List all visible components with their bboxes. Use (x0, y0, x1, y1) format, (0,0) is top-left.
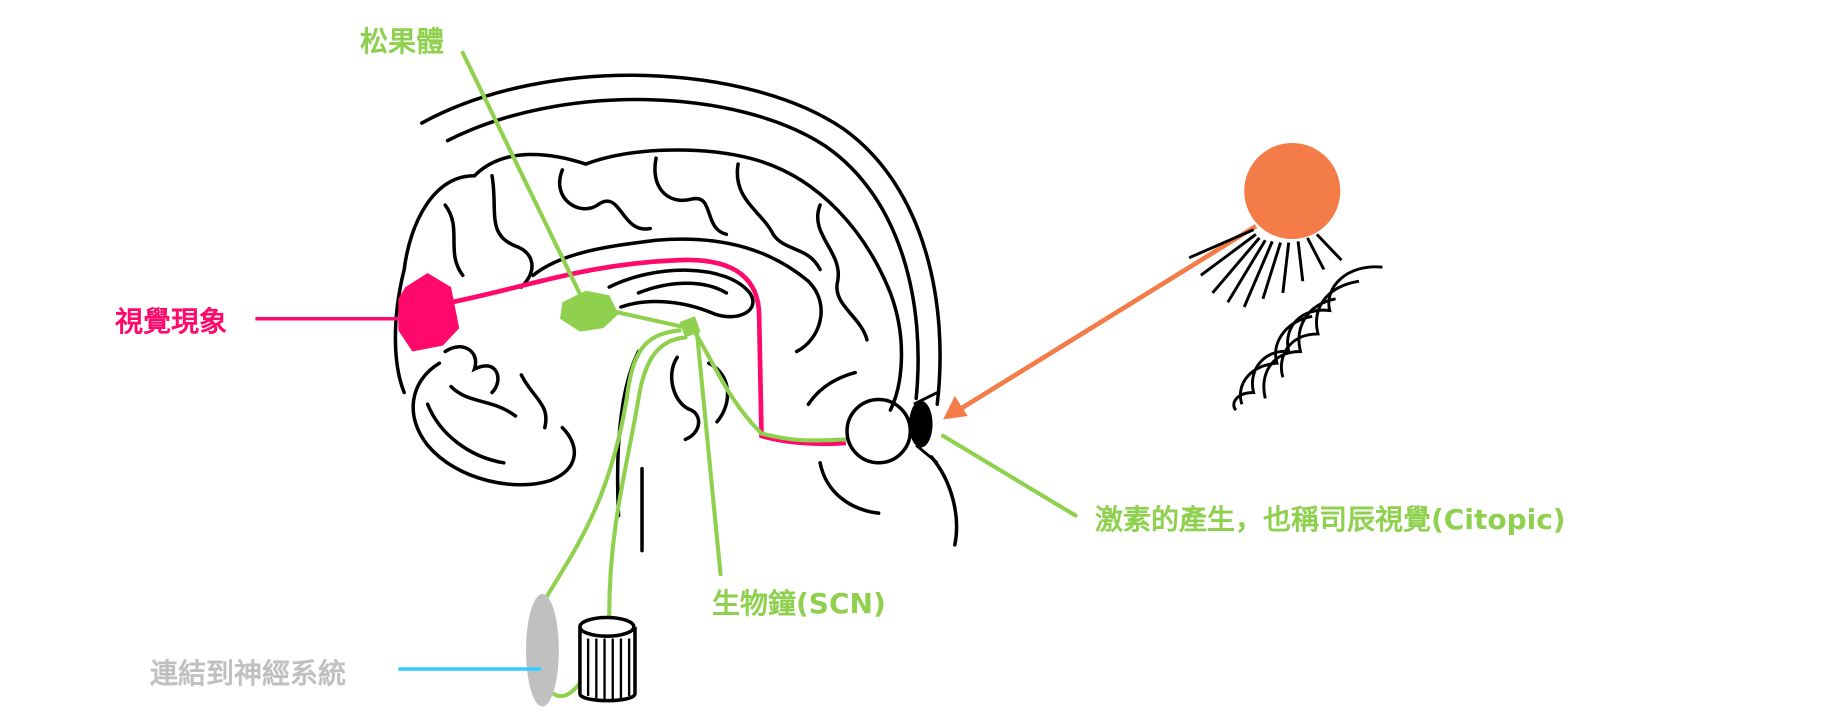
sun-icon (1244, 142, 1341, 240)
eye (845, 391, 939, 465)
scn-label: 生物鐘(SCN) (712, 587, 886, 620)
visual-cortex-region (398, 273, 460, 352)
clouds (1232, 265, 1383, 412)
visual-pathway-line (450, 257, 847, 447)
hormone-label: 激素的產生，也稱司辰視覺(Citopic) (1095, 503, 1566, 536)
pineal-label: 松果體 (360, 25, 445, 58)
arrow-head-icon (943, 396, 968, 420)
brain-outline (393, 73, 959, 553)
pineal-gland (560, 290, 619, 332)
visual-phenomenon-label: 視覺現象 (115, 305, 228, 338)
green-pathways (460, 50, 1078, 699)
ganglion (526, 594, 559, 707)
light-arrow (953, 224, 1258, 415)
scn-node (679, 316, 701, 338)
spinal-cylinder (578, 615, 637, 703)
nervous-system-label: 連結到神經系統 (150, 657, 347, 690)
sun-rays (1188, 228, 1343, 308)
